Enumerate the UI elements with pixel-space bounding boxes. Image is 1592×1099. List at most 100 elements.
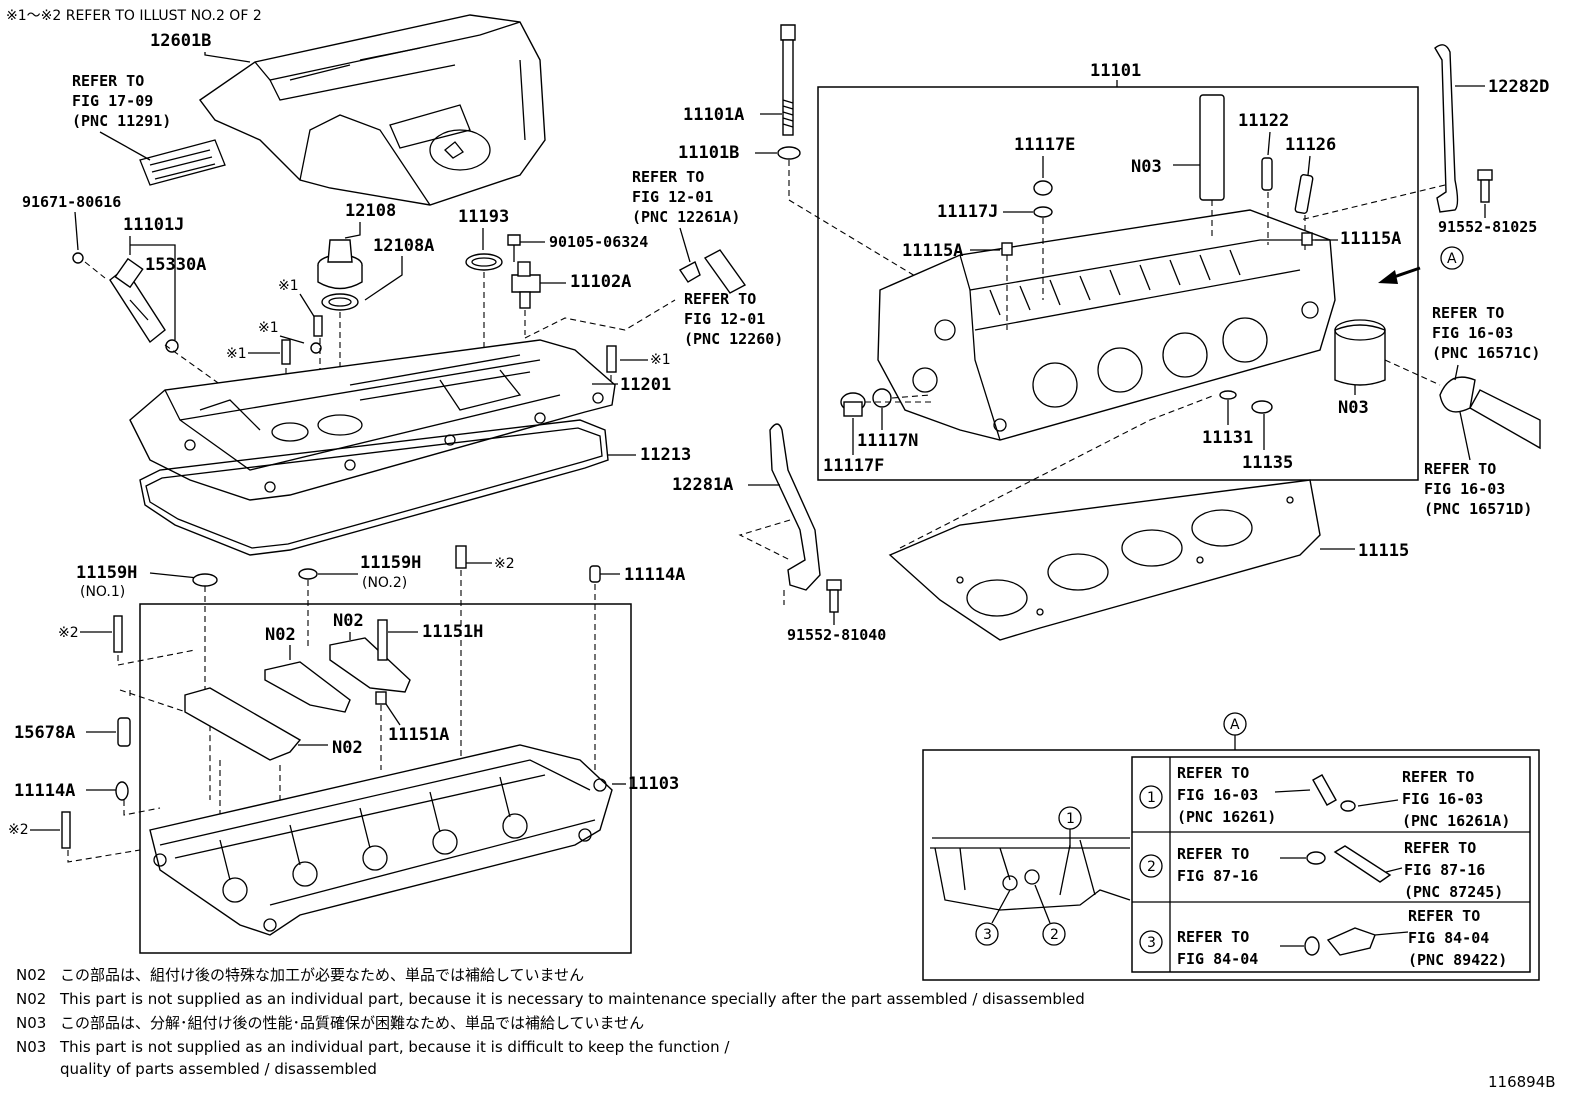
label-x2-b: ※2: [58, 625, 79, 641]
refer-12-01b-line1: REFER TO: [684, 290, 756, 308]
row1-right-line3: (PNC 16261A): [1402, 812, 1510, 830]
label-11213: 11213: [640, 445, 691, 465]
detail-a-title: A: [1230, 717, 1240, 733]
label-11115: 11115: [1358, 541, 1409, 561]
refer-12-01a-line2: FIG 12-01: [632, 188, 713, 206]
note-3-text: この部品は、分解･組付け後の性能･品質確保が困難なため、単品では補給していません: [60, 1014, 644, 1032]
circle-A-marker: A: [1447, 251, 1457, 267]
note-5-text: quality of parts assembled / disassemble…: [60, 1060, 377, 1078]
label-11151H: 11151H: [422, 622, 483, 642]
label-N02-a: N02: [265, 625, 296, 645]
label-11117E: 11117E: [1014, 135, 1075, 155]
label-11126: 11126: [1285, 135, 1336, 155]
detail-a-row3-num: 3: [1147, 935, 1156, 951]
label-11151A: 11151A: [388, 725, 449, 745]
row1-left-line2: FIG 16-03: [1177, 786, 1258, 804]
label-N02-b: N02: [333, 611, 364, 631]
camshaft-housing-drawing: [149, 744, 613, 936]
label-11117N: 11117N: [857, 431, 918, 451]
detail-a-box: [922, 749, 1540, 981]
label-11201: 11201: [620, 375, 671, 395]
row3-right-line2: FIG 84-04: [1408, 929, 1489, 947]
label-11135: 11135: [1242, 453, 1293, 473]
row2-right-line1: REFER TO: [1404, 839, 1476, 857]
water-hose-drawing: [1439, 376, 1541, 450]
label-11102A: 11102A: [570, 272, 631, 292]
engine-cover-drawing: [139, 14, 546, 206]
row2-right-line3: (PNC 87245): [1404, 883, 1503, 901]
label-x1-a: ※1: [278, 278, 299, 294]
label-11117F: 11117F: [823, 456, 884, 476]
camshaft-cap-drawing: [184, 637, 411, 761]
refer-16-03d-line3: (PNC 16571D): [1424, 500, 1532, 518]
refer-12-01a-line3: (PNC 12261A): [632, 208, 740, 226]
row3-left-line1: REFER TO: [1177, 928, 1249, 946]
row2-right-line2: FIG 87-16: [1404, 861, 1485, 879]
label-11101J: 11101J: [123, 215, 184, 235]
label-11114A-top: 11114A: [624, 565, 685, 585]
detail-a-callout-1: 1: [1066, 811, 1075, 827]
cylinder-head-drawing: [877, 209, 1336, 441]
refer-16-03d-line2: FIG 16-03: [1424, 480, 1505, 498]
pcv-hose-drawing: [678, 249, 747, 294]
note-1-text: この部品は、組付け後の特殊な加工が必要なため、単品では補給していません: [60, 966, 584, 984]
label-no2: (NO.2): [362, 575, 407, 591]
detail-a-table: [1131, 756, 1531, 973]
label-11117J: 11117J: [937, 202, 998, 222]
refer-12-01b-line3: (PNC 12260): [684, 330, 783, 348]
row1-left-line1: REFER TO: [1177, 764, 1249, 782]
refer-17-09-line3: (PNC 11291): [72, 112, 171, 130]
engine-hanger-front-drawing: [769, 423, 821, 591]
label-x2-c: ※2: [8, 822, 29, 838]
row1-left-line3: (PNC 16261): [1177, 808, 1276, 826]
detail-a-row2-num: 2: [1147, 859, 1156, 875]
label-11101B: 11101B: [678, 143, 739, 163]
label-11115A-left: 11115A: [902, 241, 963, 261]
detail-a-row1-num: 1: [1147, 790, 1156, 806]
label-12281A: 12281A: [672, 475, 733, 495]
refer-16-03d-line1: REFER TO: [1424, 460, 1496, 478]
label-x1-b: ※1: [258, 320, 279, 336]
label-15330A: 15330A: [145, 255, 206, 275]
refer-12-01a-line1: REFER TO: [632, 168, 704, 186]
label-11159H-2: 11159H: [360, 553, 421, 573]
row3-right-line3: (PNC 89422): [1408, 951, 1507, 969]
note-2-code: N02: [16, 990, 46, 1008]
label-no1: (NO.1): [80, 584, 125, 600]
label-x2-a: ※2: [494, 556, 515, 572]
notes-block: N02 この部品は、組付け後の特殊な加工が必要なため、単品では補給していません …: [16, 966, 1085, 1078]
head-bolt-drawing: [780, 24, 796, 136]
label-91671: 91671-80616: [22, 193, 121, 211]
label-N02-c: N02: [332, 738, 363, 758]
label-11131: 11131: [1202, 428, 1253, 448]
cylinder-head-box: [817, 86, 1419, 481]
refer-16-03c-line1: REFER TO: [1432, 304, 1504, 322]
cam-sensor-drawing: [511, 261, 541, 309]
camshaft-housing-box: [139, 603, 632, 954]
label-11101: 11101: [1090, 61, 1141, 81]
detail-a-callout-2: 2: [1050, 927, 1059, 943]
label-15678A: 15678A: [14, 723, 75, 743]
label-12108: 12108: [345, 201, 396, 221]
label-x1-d: ※1: [650, 352, 671, 368]
detail-a-engine-drawing: [930, 837, 1131, 911]
label-11114A-bottom: 11114A: [14, 781, 75, 801]
label-11159H-1: 11159H: [76, 563, 137, 583]
detail-a-callout-3: 3: [983, 927, 992, 943]
note-4-text: This part is not supplied as an individu…: [59, 1038, 730, 1056]
refer-17-09-line1: REFER TO: [72, 72, 144, 90]
label-12601B: 12601B: [150, 31, 211, 51]
note-3-code: N03: [16, 1014, 46, 1032]
note-2-text: This part is not supplied as an individu…: [59, 990, 1085, 1008]
row1-right-line2: FIG 16-03: [1402, 790, 1483, 808]
engine-hanger-rear-drawing: [1434, 44, 1459, 213]
refer-12-01b-line2: FIG 12-01: [684, 310, 765, 328]
refer-17-09-line2: FIG 17-09: [72, 92, 153, 110]
illustration-id: 116894B: [1488, 1073, 1556, 1091]
label-12108A: 12108A: [373, 236, 434, 256]
head-cover-drawing: [129, 339, 616, 501]
note-1-code: N02: [16, 966, 46, 984]
row2-left-line2: FIG 87-16: [1177, 867, 1258, 885]
head-gasket-drawing: [888, 479, 1321, 641]
